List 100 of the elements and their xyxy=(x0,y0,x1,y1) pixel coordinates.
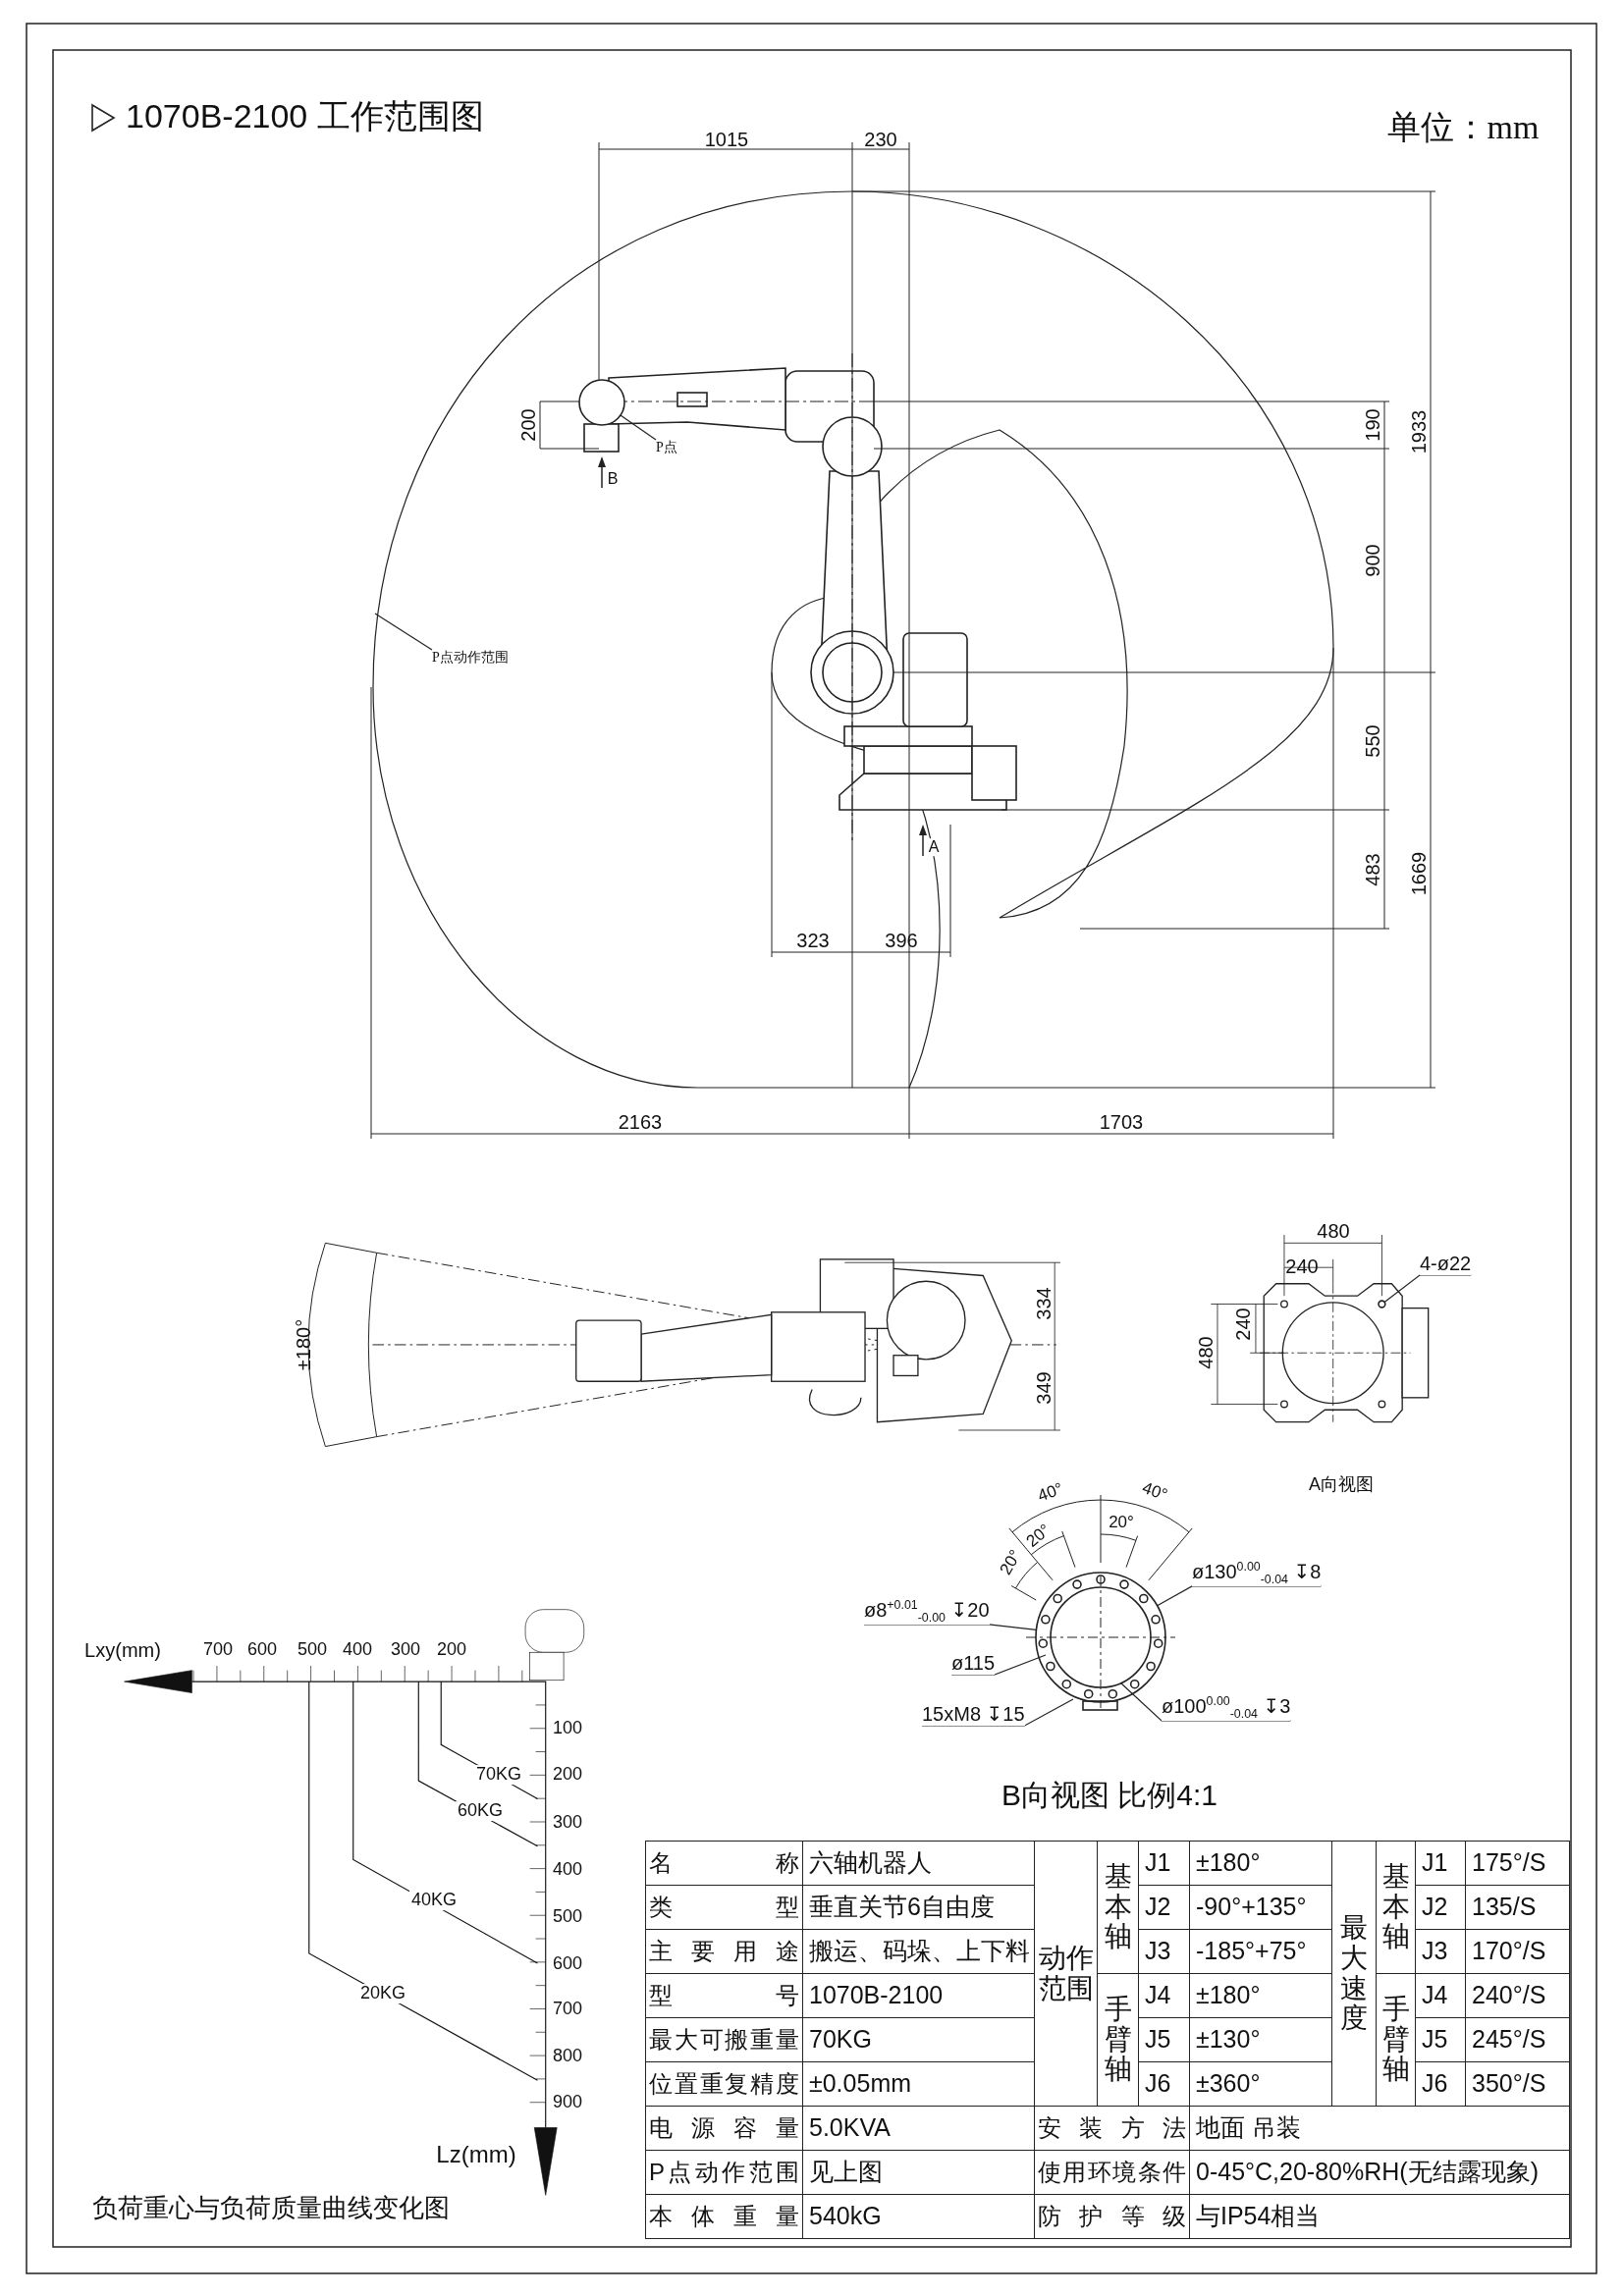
angle-label: 20° xyxy=(1109,1513,1134,1532)
table-cell: J3 xyxy=(1138,1929,1190,1974)
callout-text: ø100$^{0.00}$$_{-0.04}$ ↧3 xyxy=(1162,1694,1291,1721)
angle-label: 40° xyxy=(1035,1479,1066,1507)
angle-label: ±180° xyxy=(293,1318,314,1371)
leader-line xyxy=(863,1624,1037,1630)
table-cell: 540kG xyxy=(802,2194,1035,2239)
table-cell: 基本轴 xyxy=(1376,1841,1416,1974)
dimension-label: 334 xyxy=(1033,1287,1055,1320)
axis-tick-label: 300 xyxy=(391,1640,420,1660)
table-cell: 见上图 xyxy=(802,2150,1035,2195)
mounting-hole xyxy=(1378,1300,1386,1308)
table-cell: 5.0KVA xyxy=(802,2106,1035,2151)
view-letter: A xyxy=(926,838,942,856)
table-cell: 本体重量 xyxy=(645,2194,803,2239)
axis-title: Lz(mm) xyxy=(436,2141,516,2168)
dimension-label: 230 xyxy=(864,129,897,150)
dimension-label: 200 xyxy=(517,408,539,442)
dimension-label: 1933 xyxy=(1408,409,1430,454)
callout-text: P点动作范围 xyxy=(432,650,509,667)
angle-label: 40° xyxy=(1139,1478,1170,1506)
table-cell: 六轴机器人 xyxy=(802,1841,1035,1886)
dimension-label: 349 xyxy=(1033,1371,1055,1405)
dimension-label: 550 xyxy=(1362,724,1383,758)
leader-line xyxy=(1157,1585,1322,1607)
unit-label: 单位：mm xyxy=(1386,109,1540,146)
axis-tick-label: 900 xyxy=(553,2093,582,2112)
load-label: 20KG xyxy=(358,1984,407,2003)
table-cell: 170°/S xyxy=(1465,1929,1570,1974)
leader-line xyxy=(1120,1682,1291,1722)
axis-tick-label: 500 xyxy=(553,1907,582,1927)
callout-text: P点 xyxy=(656,440,677,456)
load-label: 40KG xyxy=(409,1891,459,1910)
callout-text: ø8$^{+0.01}$$_{-0.00}$ ↧20 xyxy=(864,1598,990,1625)
dimension-label: 2163 xyxy=(618,1111,663,1133)
table-cell: 使用环境条件 xyxy=(1034,2150,1190,2195)
dimension-label: 323 xyxy=(796,930,830,951)
load-label: 70KG xyxy=(474,1765,523,1785)
table-cell: 类型 xyxy=(645,1885,803,1930)
table-cell: 防护等级 xyxy=(1034,2194,1190,2239)
load-label: 60KG xyxy=(456,1801,505,1821)
table-cell: ±180° xyxy=(1189,1841,1332,1886)
axis-tick-label: 400 xyxy=(553,1860,582,1880)
dimension-label: 396 xyxy=(885,930,918,951)
title: 1070B-2100 工作范围图 xyxy=(126,98,484,135)
axis-tick-label: 100 xyxy=(553,1719,582,1738)
angle-label: 20° xyxy=(1023,1521,1055,1552)
table-cell: 手臂轴 xyxy=(1376,1973,1416,2107)
table-cell: 0-45°C,20-80%RH(无结露现象) xyxy=(1189,2150,1570,2195)
chart-caption: 负荷重心与负荷质量曲线变化图 xyxy=(92,2194,450,2223)
table-cell: 240°/S xyxy=(1465,1973,1570,2018)
table-cell: 安装方法 xyxy=(1034,2106,1190,2151)
axis-tick-label: 200 xyxy=(553,1765,582,1785)
axis-tick-label: 600 xyxy=(553,1954,582,1974)
table-cell: J4 xyxy=(1415,1973,1466,2018)
table-cell: 位置重复精度 xyxy=(645,2061,803,2107)
dimension-label: 240 xyxy=(1285,1255,1319,1277)
dimension-label: 1703 xyxy=(1099,1111,1144,1133)
view-caption: A向视图 xyxy=(1309,1475,1374,1495)
table-cell: 动作范围 xyxy=(1034,1841,1098,2107)
table-cell: J6 xyxy=(1138,2061,1190,2107)
dimension-label: 1669 xyxy=(1408,851,1430,896)
axis-tick-label: 300 xyxy=(553,1813,582,1833)
table-cell: 电源容量 xyxy=(645,2106,803,2151)
leader-line xyxy=(620,414,657,441)
leader-line xyxy=(374,613,433,651)
dimension-label: 483 xyxy=(1362,853,1383,886)
table-cell: 最大速度 xyxy=(1331,1841,1377,2107)
table-cell: J5 xyxy=(1415,2017,1466,2062)
table-cell: 135/S xyxy=(1465,1885,1570,1930)
wrist-joint xyxy=(578,379,625,426)
axis-tick-label: 400 xyxy=(343,1640,372,1660)
axis-title: Lxy(mm) xyxy=(84,1639,161,1661)
table-cell: J3 xyxy=(1415,1929,1466,1974)
table-cell: 175°/S xyxy=(1465,1841,1570,1886)
table-cell: P点动作范围 xyxy=(645,2150,803,2195)
table-cell: 与IP54相当 xyxy=(1189,2194,1570,2239)
table-cell: J6 xyxy=(1415,2061,1466,2107)
axis-tick-label: 500 xyxy=(298,1640,327,1660)
table-cell: J2 xyxy=(1415,1885,1466,1930)
callout-text: ø130$^{0.00}$$_{-0.04}$ ↧8 xyxy=(1192,1560,1322,1586)
dimension-label: 480 xyxy=(1317,1220,1350,1242)
dimension-label: 1015 xyxy=(704,129,749,150)
callout-text: 15xM8 ↧15 xyxy=(922,1703,1025,1726)
view-caption: B向视图 比例4:1 xyxy=(1001,1778,1218,1811)
table-cell: J1 xyxy=(1415,1841,1466,1886)
table-cell: J5 xyxy=(1138,2017,1190,2062)
table-cell: 最大可搬重量 xyxy=(645,2017,803,2062)
dimension-label: 900 xyxy=(1362,544,1383,577)
axis-tick-label: 200 xyxy=(437,1640,466,1660)
angle-label: 20° xyxy=(997,1547,1026,1578)
table-cell: J2 xyxy=(1138,1885,1190,1930)
table-cell: J1 xyxy=(1138,1841,1190,1886)
axis-tick-label: 600 xyxy=(247,1640,277,1660)
axis-tick-label: 700 xyxy=(553,2000,582,2019)
table-cell: 手臂轴 xyxy=(1097,1973,1139,2107)
table-cell: 名称 xyxy=(645,1841,803,1886)
table-cell: 基本轴 xyxy=(1097,1841,1139,1974)
table-cell: 地面 吊装 xyxy=(1189,2106,1570,2151)
table-cell: J4 xyxy=(1138,1973,1190,2018)
